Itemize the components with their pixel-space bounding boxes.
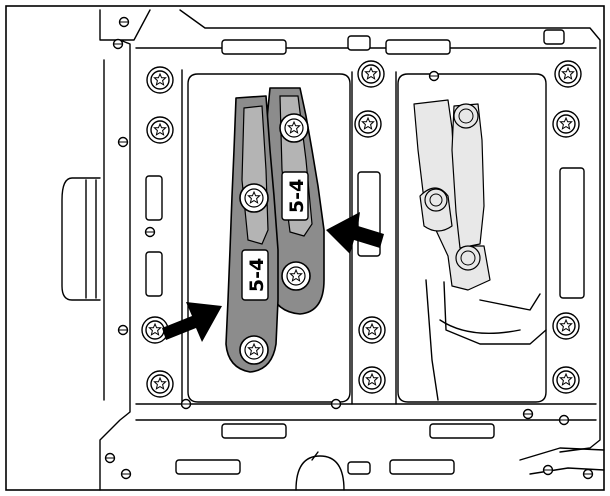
bolt-icon [358,366,386,394]
bolt-icon [146,66,174,94]
engine-block [61,9,605,491]
bolt-icon [239,183,269,213]
arrow-icon [162,302,222,342]
bolt-icon [552,366,580,394]
rod-label-rear: 5-4 [286,179,308,213]
arrow-icon [326,212,384,254]
arrows [162,212,384,342]
front-cylinder-rods: 5-4 5-4 [225,87,325,373]
bolt-icon [281,261,311,291]
bolt-icon [146,116,174,144]
bolt-icon [554,60,582,88]
bolt-icon [552,110,580,138]
rear-cylinder-rods [413,99,547,401]
bolt-icon [354,110,382,138]
bolt-icon [279,113,309,143]
bolt-icon [146,370,174,398]
bolt-icon [358,316,386,344]
bolt-icon [239,335,269,365]
bolt-icon [357,60,385,88]
frame-border [5,5,605,491]
bolt-icon [552,312,580,340]
rod-label-front: 5-4 [246,258,268,292]
